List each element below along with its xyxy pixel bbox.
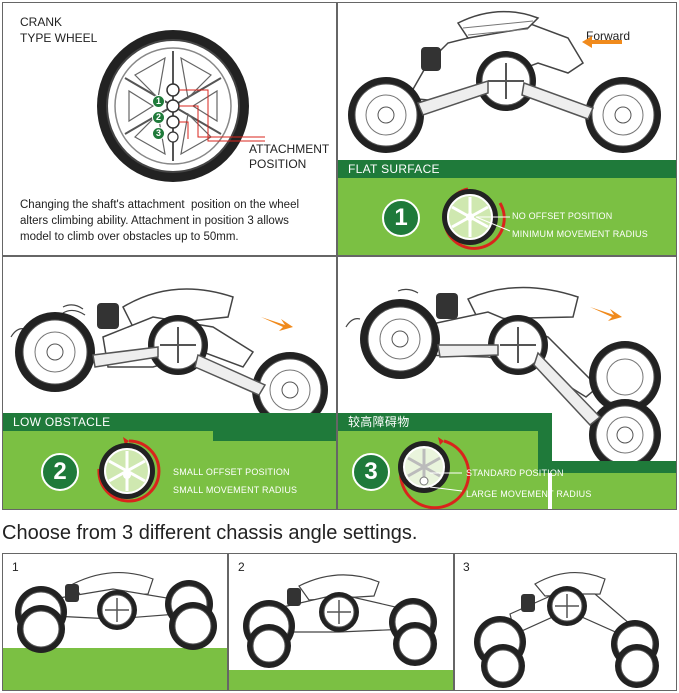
setting-number-3: 3 bbox=[463, 560, 470, 574]
low-line2: SMALL MOVEMENT RADIUS bbox=[173, 485, 298, 495]
panel-flat-surface: Forward bbox=[337, 2, 677, 256]
high-line1: STANDARD POSITION bbox=[466, 468, 564, 478]
pointer-lines bbox=[475, 216, 511, 232]
hole-badge-3: 3 bbox=[152, 127, 165, 140]
hole-badge-2: 2 bbox=[152, 111, 165, 124]
flat-surface-bar: FLAT SURFACE bbox=[338, 160, 676, 178]
attachment-label-line2: POSITION bbox=[249, 157, 307, 171]
flat-line1: NO OFFSET POSITION bbox=[512, 211, 613, 221]
wheel-center bbox=[476, 51, 536, 111]
chassis-setting-1: 1 bbox=[2, 553, 228, 691]
setting-badge-3: 3 bbox=[352, 453, 390, 491]
high-obstacle-step-top bbox=[538, 461, 676, 473]
low-obstacle-ground-high bbox=[223, 441, 336, 509]
panel-low-obstacle: LOW OBSTACLE 2 SMALL OFFSET POSITION SMA… bbox=[2, 256, 337, 510]
crank-wheel-illustration bbox=[97, 30, 265, 182]
low-obstacle-step-dark bbox=[213, 413, 336, 431]
setting-badge-2: 2 bbox=[41, 453, 79, 491]
low-obstacle-bar: LOW OBSTACLE bbox=[3, 413, 213, 431]
low-line1: SMALL OFFSET POSITION bbox=[173, 467, 290, 477]
wheel-standard-position-icon bbox=[398, 437, 471, 509]
setting-2-ground bbox=[229, 670, 453, 690]
high-obstacle-step-dark bbox=[538, 413, 552, 473]
flat-line2: MINIMUM MOVEMENT RADIUS bbox=[512, 229, 648, 239]
robot-high-obstacle-illustration bbox=[345, 286, 661, 471]
high-obstacle-ground-high bbox=[552, 473, 676, 509]
robot-flat-illustration bbox=[348, 10, 661, 153]
description-line3: model to climb over obstacles up to 50mm… bbox=[20, 231, 239, 243]
forward-label: Forward bbox=[586, 29, 631, 43]
setting-number-2: 2 bbox=[238, 560, 245, 574]
panel-high-obstacle: 较高障碍物 3 STANDARD POSITION LARGE MOVEMENT… bbox=[337, 256, 677, 510]
low-obstacle-step bbox=[213, 431, 336, 441]
setting-number-1: 1 bbox=[12, 560, 19, 574]
description-line1: Changing the shaft's attachment position… bbox=[20, 199, 300, 211]
attachment-label-line1: ATTACHMENT bbox=[249, 142, 330, 156]
chassis-setting-3: 3 bbox=[454, 553, 677, 691]
pointer-lines-4 bbox=[429, 472, 463, 492]
high-obstacle-bar: 较高障碍物 bbox=[338, 413, 538, 431]
setting-badge-1: 1 bbox=[382, 199, 420, 237]
wheel-no-offset-icon bbox=[442, 187, 506, 250]
crank-title-line1: CRANK bbox=[20, 15, 63, 29]
forward-arrow-icon bbox=[582, 36, 622, 48]
panel-crank-wheel: CRANK TYPE WHEEL 1 2 3 ATTACHMENT POSITI… bbox=[2, 2, 337, 256]
setting-3-robot bbox=[474, 571, 659, 688]
wheel-left bbox=[348, 77, 424, 153]
chassis-heading: Choose from 3 different chassis angle se… bbox=[2, 522, 418, 544]
setting-2-robot bbox=[243, 574, 437, 668]
description-line2: alters climbing ability. Attachment in p… bbox=[20, 215, 289, 227]
wheel-small-offset-icon bbox=[97, 437, 161, 503]
hole-badge-1: 1 bbox=[152, 95, 165, 108]
high-line2: LARGE MOVEMENT RADIUS bbox=[466, 489, 592, 499]
robot-low-obstacle-illustration bbox=[10, 288, 328, 428]
crank-title-line2: TYPE WHEEL bbox=[20, 31, 98, 45]
setting-1-ground bbox=[3, 648, 227, 690]
chassis-setting-2: 2 bbox=[228, 553, 454, 691]
wheel-right bbox=[585, 77, 661, 153]
setting-1-robot bbox=[15, 572, 217, 653]
